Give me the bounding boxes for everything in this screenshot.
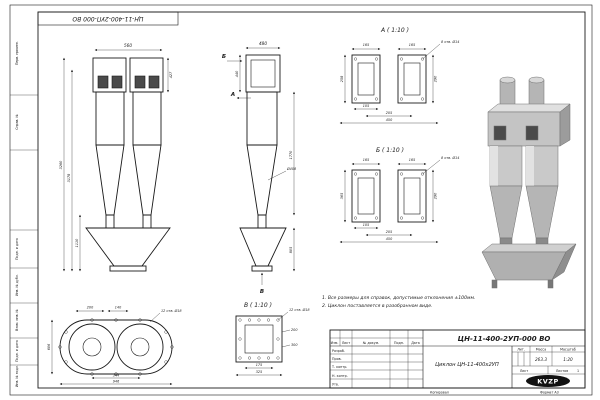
listov-label: Листов xyxy=(556,369,568,373)
dim-a-holes: 8 отв. Ø14 xyxy=(441,39,459,44)
scale-label: Масштаб xyxy=(560,348,576,352)
sheet-frame: Перв. примен. Справ. № Подп. и дата Инв.… xyxy=(9,4,593,396)
mass-value: 263.3 xyxy=(535,357,547,362)
logo-oval xyxy=(526,375,570,387)
dim-a-165-right: 165 xyxy=(409,43,415,47)
frame-label-sprav: Справ. № xyxy=(15,114,19,130)
dim-b-165-right: 165 xyxy=(409,158,415,162)
row-tkontr: Т. контр. xyxy=(331,365,347,369)
dim-480: 480 xyxy=(259,41,267,46)
copied-label: Копировал xyxy=(430,391,449,395)
dim-427: 427 xyxy=(169,71,173,78)
dim-top-344: 344 xyxy=(113,374,119,378)
detail-b-title: Б ( 1:10 ) xyxy=(376,147,404,154)
dim-440: 440 xyxy=(235,71,239,77)
dim-1110: 1110 xyxy=(75,239,79,248)
col-izm: Изм. xyxy=(331,341,339,345)
front-view: 560 427 3260 3178 1110 xyxy=(59,43,173,272)
dim-top-946: 946 xyxy=(113,380,119,384)
dim-top-200: 200 xyxy=(87,306,93,310)
dim-v-325: 325 xyxy=(256,370,262,374)
frame-label-podp-data-2: Подп. и дата xyxy=(15,340,19,362)
list-label: Лист xyxy=(520,369,528,373)
dim-top-140: 140 xyxy=(115,306,121,310)
dim-v-holes: 12 отв. Ø18 xyxy=(289,307,310,312)
col-data: Дата xyxy=(411,341,420,345)
col-podp: Подп. xyxy=(394,341,404,345)
frame-label-perv-primen: Перв. примен. xyxy=(15,41,19,65)
dim-3178: 3178 xyxy=(67,173,71,182)
dim-560: 560 xyxy=(124,43,132,48)
note-line-1: 1. Все размеры для справок, допустимые о… xyxy=(322,295,475,301)
top-stamp-box xyxy=(37,11,179,26)
dim-a-205: 205 xyxy=(386,111,392,115)
section-label-v: В xyxy=(260,289,264,295)
dim-top-606: 606 xyxy=(47,344,51,350)
dim-805: 805 xyxy=(289,247,293,253)
notes: 1. Все размеры для справок, допустимые о… xyxy=(322,295,475,309)
row-razrab: Разраб. xyxy=(332,349,345,353)
note-line-2: 2. Циклон поставляется в разобранном вид… xyxy=(322,303,432,309)
dim-b-105: 105 xyxy=(363,223,369,227)
col-doc: № докум. xyxy=(363,341,379,345)
listov-value: 1 xyxy=(577,369,579,373)
detail-b-view: Б ( 1:10 ) 165 165 365 290 8 отв. Ø14 10… xyxy=(339,147,459,244)
lit-label: Лит. xyxy=(517,348,525,352)
dim-dia408: Ø408 xyxy=(286,166,297,171)
detail-a-view: А ( 1:10 ) 165 165 258 290 8 отв. Ø14 10… xyxy=(339,27,459,125)
view-v: В ( 1:10 ) 12 отв. Ø18 200 300 175 325 xyxy=(235,302,310,377)
product-name: Циклон ЦН-11-400х2УП xyxy=(435,362,499,368)
dim-b-holes: 8 отв. Ø14 xyxy=(441,155,459,160)
dim-b-365: 365 xyxy=(340,193,344,199)
logo-text: KVZP xyxy=(537,377,559,385)
top-stamp-text: ЦН-11-400-2УП-000 ВО xyxy=(72,15,143,22)
dim-v-300: 300 xyxy=(291,343,297,347)
dim-a-165-left: 165 xyxy=(363,43,369,47)
frame-label-vzam-inv: Взам. инв. № xyxy=(15,309,19,331)
dim-b-205: 205 xyxy=(386,230,392,234)
title-block: Изм. Лист № докум. Подп. Дата Разраб. Пр… xyxy=(329,329,586,395)
dim-3260: 3260 xyxy=(59,161,63,170)
frame-label-inv-dubl: Инв. № дубл. xyxy=(15,274,19,296)
top-view: 200 140 12 отв. Ø18 606 344 946 xyxy=(47,306,182,386)
dim-a-290: 290 xyxy=(434,76,438,82)
row-prov: Пров. xyxy=(332,357,342,361)
mass-label: Масса xyxy=(536,348,547,352)
designation: ЦН-11-400-2УП-000 ВО xyxy=(458,335,551,343)
dim-a-258: 258 xyxy=(340,75,344,82)
side-view: Б А 480 440 Ø408 1770 805 В xyxy=(222,41,297,295)
dim-b-450: 450 xyxy=(386,237,392,241)
scale-value: 1:20 xyxy=(563,357,573,362)
section-label-a: А xyxy=(230,92,235,98)
dim-b-165-left: 165 xyxy=(363,158,369,162)
col-list: Лист xyxy=(342,341,350,345)
frame-label-inv-podl: Инв. № подл. xyxy=(15,365,19,387)
row-nkontr: Н. контр. xyxy=(332,374,348,378)
dim-1770: 1770 xyxy=(289,151,293,160)
dim-top-holes: 12 отв. Ø18 xyxy=(161,308,182,313)
view-v-title: В ( 1:10 ) xyxy=(244,302,272,309)
frame-label-podp-data-1: Подп. и дата xyxy=(15,238,19,260)
section-label-b: Б xyxy=(222,54,226,60)
row-utv: Утв. xyxy=(332,383,339,387)
isometric-view xyxy=(481,76,577,289)
dim-a-105: 105 xyxy=(363,104,369,108)
dim-v-175: 175 xyxy=(256,363,262,367)
dim-a-450: 450 xyxy=(386,118,392,122)
format-label: Формат А3 xyxy=(540,391,559,395)
detail-a-title: А ( 1:10 ) xyxy=(380,27,409,34)
dim-b-290: 290 xyxy=(434,193,438,199)
dim-v-200: 200 xyxy=(291,328,297,332)
